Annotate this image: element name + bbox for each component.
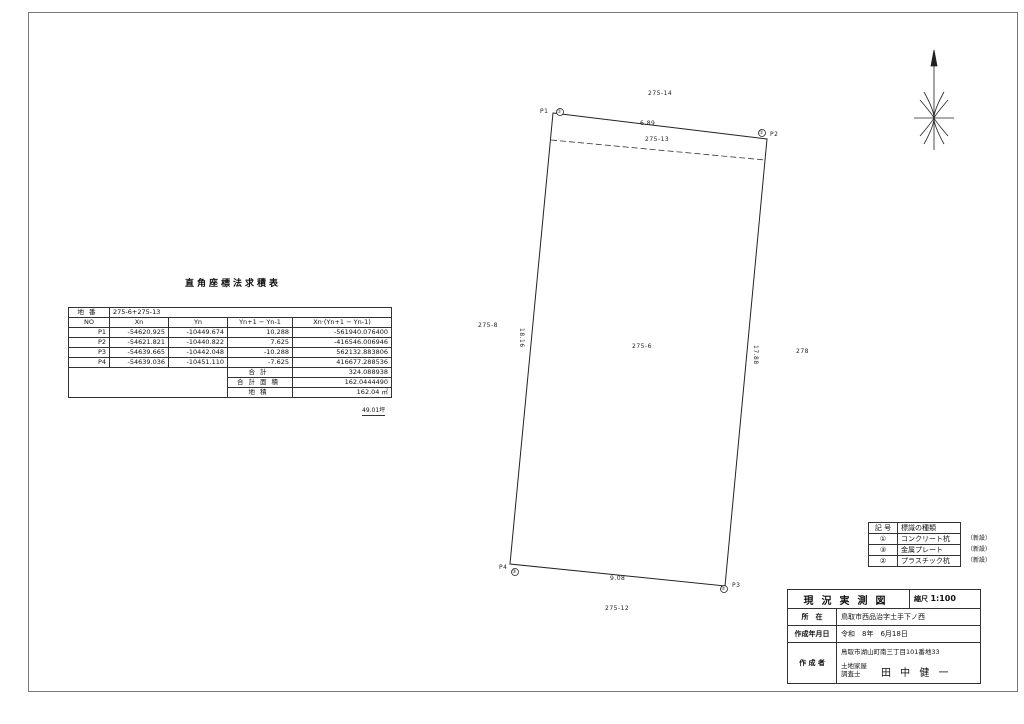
legend-type-header: 標識の種類: [897, 522, 961, 534]
legend-type: コンクリート杭: [897, 533, 961, 545]
dimension-right: 17.88: [752, 345, 759, 365]
marker-legend: 記 号 標識の種類 ① コンクリート杭 （新設） ③ 金属プレート （新設） ②…: [868, 522, 995, 567]
scale-value: 1:100: [930, 594, 956, 603]
point-label-p2: P2: [770, 131, 779, 138]
author-title: 土地家屋 調査士: [841, 662, 867, 678]
legend-symbol-header: 記 号: [868, 522, 898, 534]
drawing-title: 現況実測図: [787, 589, 910, 609]
date-label: 作成年月日: [787, 625, 837, 643]
legend-type: 金属プレート: [897, 544, 961, 556]
author-label: 作 成 者: [787, 642, 837, 684]
author-name: 田 中 健 一: [881, 668, 952, 679]
point-label-p1: P1: [540, 108, 549, 115]
marker-symbol-p2: ①: [759, 130, 764, 136]
legend-item: ③ 金属プレート （新設）: [868, 544, 995, 556]
marker-symbol-p4: ③: [512, 569, 517, 575]
drawing-frame: [28, 12, 1018, 692]
location-value: 鳥取市西品治字土手下ノ西: [836, 608, 981, 626]
table-row: 地積 162.04 ㎡: [68, 387, 392, 398]
scale-cell: 縮尺 1:100: [909, 589, 981, 609]
point-label-p3: P3: [732, 582, 741, 589]
strip-boundary-line: [550, 139, 766, 161]
date-value: 令和 8年 6月18日: [836, 625, 981, 643]
point-marker-p3: [720, 585, 728, 593]
dimension-left: 18.16: [518, 328, 525, 348]
legend-item: ① コンクリート杭 （新設）: [868, 533, 995, 545]
legend-header: 記 号 標識の種類: [868, 522, 995, 534]
location-row: 所 在 鳥取市西品治字土手下ノ西: [787, 608, 981, 626]
marker-symbol-p1: ①: [557, 109, 562, 115]
north-arrow-icon: [914, 49, 954, 150]
date-row: 作成年月日 令和 8年 6月18日: [787, 625, 981, 643]
adjacent-lot-east: 278: [796, 348, 809, 355]
legend-symbol: ②: [868, 555, 898, 567]
dimension-bottom: 9.08: [610, 575, 626, 582]
author-cell: 鳥取市湖山町南三丁目101番地33 土地家屋 調査士 田 中 健 一: [836, 642, 981, 684]
strip-lot-label: 275-13: [645, 136, 670, 143]
point-label-p4: P4: [499, 564, 508, 571]
table-row: P3 -54639.665 -10442.048 -10.288 562132.…: [68, 347, 392, 358]
legend-type: プラスチック杭: [897, 555, 961, 567]
legend-note: （新設）: [967, 535, 992, 542]
location-label: 所 在: [787, 608, 837, 626]
adjacent-lot-south: 275-12: [605, 605, 630, 612]
legend-item: ② プラスチック杭 （新設）: [868, 555, 995, 567]
legend-note: （新設）: [967, 546, 992, 553]
tsubo-value: 49.01坪: [362, 407, 386, 416]
area-number: 162.04: [356, 388, 380, 396]
area-calculation-table: 地番 275-6+275-13 NO Xn Yn Yn+1 − Yn-1 Xn·…: [68, 307, 392, 398]
point-marker-p4: [511, 568, 519, 576]
area-table-title: 直角座標法求積表: [185, 279, 282, 289]
legend-symbol: ③: [868, 544, 898, 556]
author-address: 鳥取市湖山町南三丁目101番地33: [841, 648, 940, 656]
marker-symbol-p3: ②: [721, 586, 726, 592]
legend-note: （新設）: [967, 557, 992, 564]
author-row: 作 成 者 鳥取市湖山町南三丁目101番地33 土地家屋 調査士 田 中 健 一: [787, 642, 981, 684]
scale-label: 縮尺: [914, 595, 928, 603]
adjacent-lot-west: 275-8: [478, 322, 498, 329]
adjacent-lot-north: 275-14: [648, 90, 673, 97]
point-marker-p1: [556, 108, 564, 116]
area-unit: ㎡: [381, 388, 389, 396]
point-marker-p2: [758, 129, 766, 137]
title-row: 現況実測図 縮尺 1:100: [787, 589, 981, 609]
area-value: 162.04 ㎡: [292, 387, 392, 398]
legend-symbol: ①: [868, 533, 898, 545]
title-block: 現況実測図 縮尺 1:100 所 在 鳥取市西品治字土手下ノ西 作成年月日 令和…: [787, 589, 981, 684]
lot-center-label: 275-6: [632, 343, 652, 350]
dimension-top: 6.89: [640, 120, 656, 127]
